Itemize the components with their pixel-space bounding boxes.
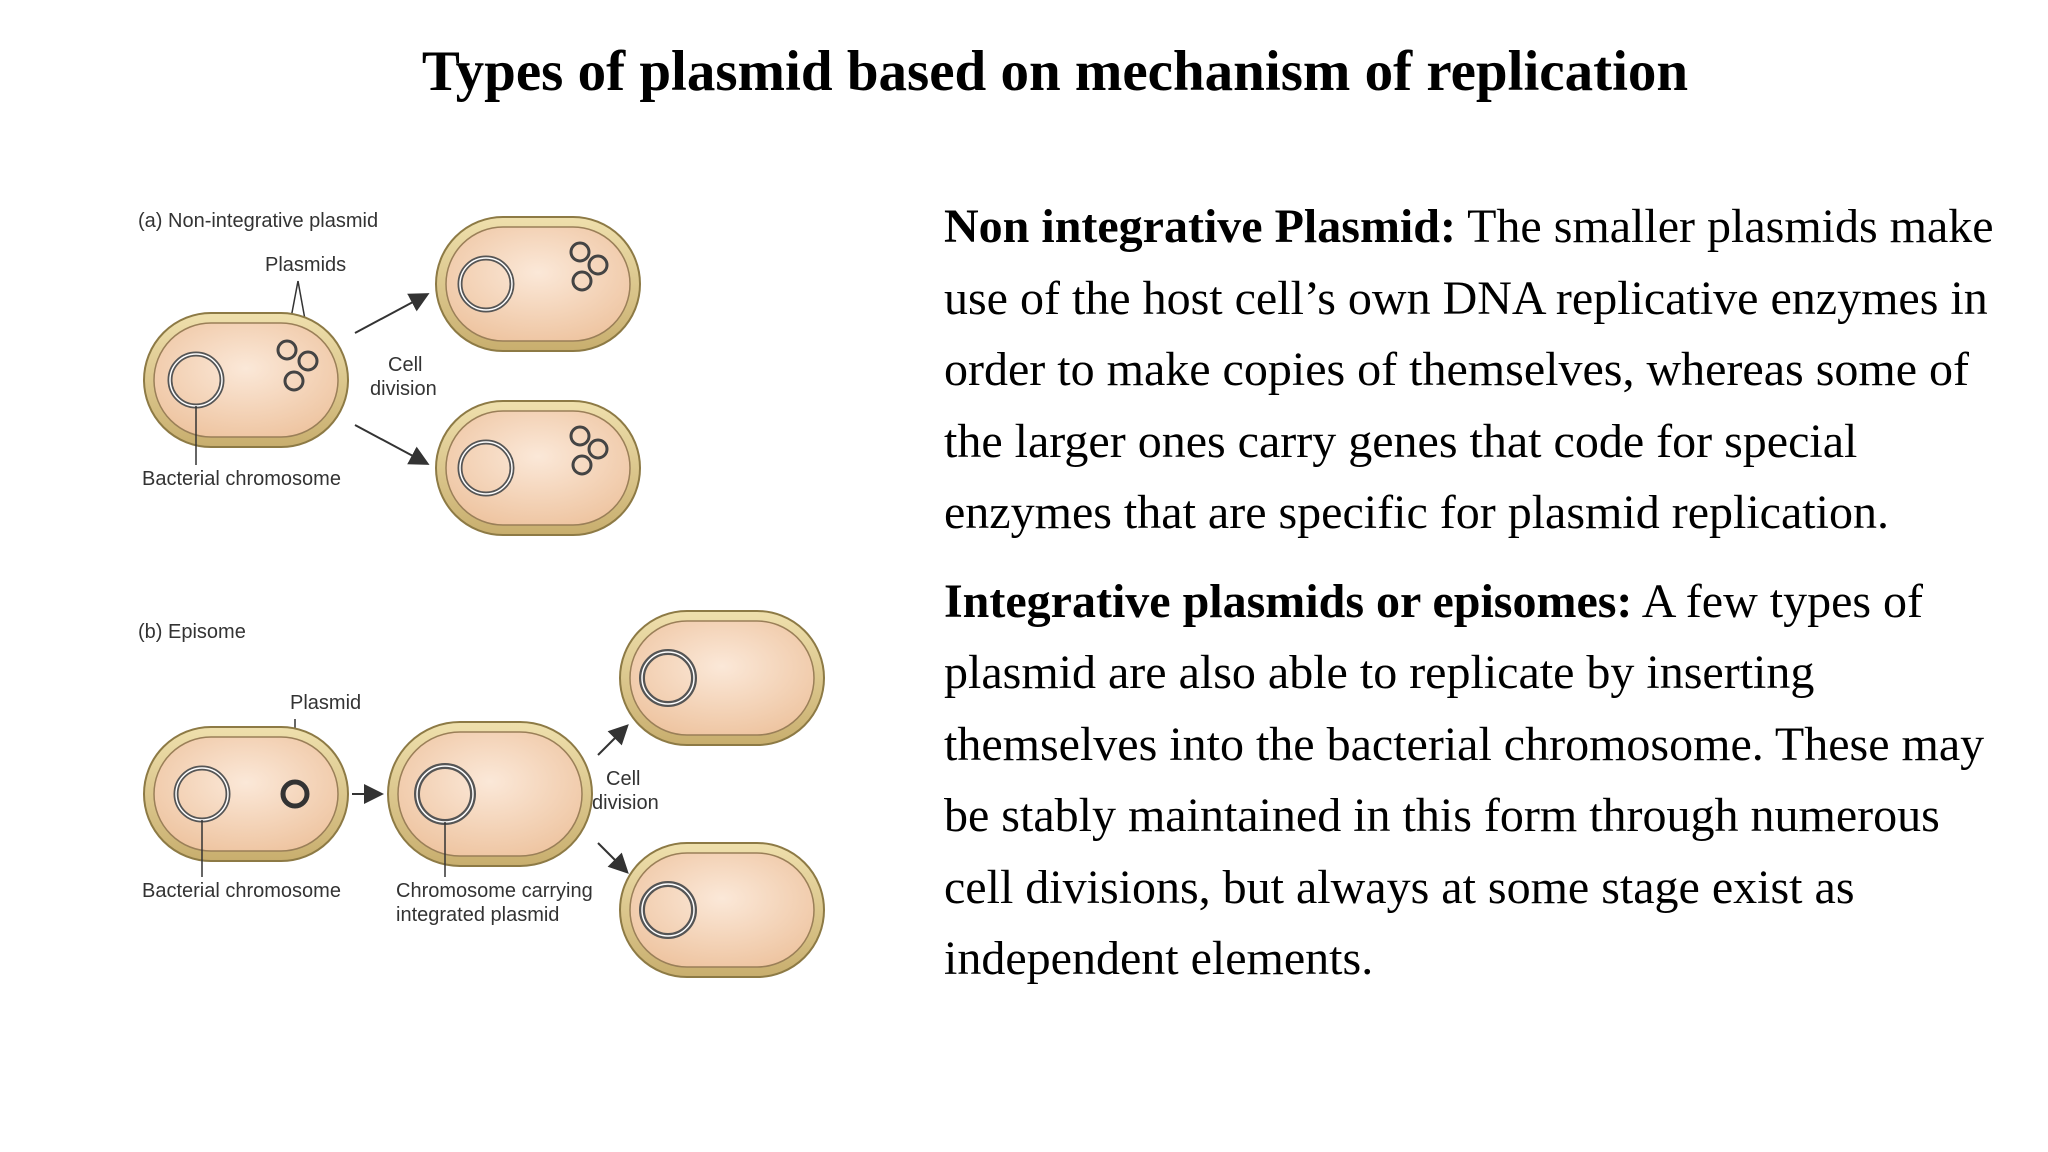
plasmid-ring [276, 339, 298, 361]
panel-b-title: (b) Episome [138, 621, 246, 643]
daughter-cell [619, 842, 825, 978]
plasmid-ring [587, 438, 609, 460]
panel-a-title: (a) Non-integrative plasmid [138, 210, 378, 232]
bacterial-cell [387, 721, 593, 867]
non-integrative-term: Non integrative Plasmid: [944, 200, 1456, 253]
cell-division-label: Cell [388, 354, 422, 376]
plasmids-label: Plasmids [265, 254, 346, 276]
page-title: Types of plasmid based on mechanism of r… [421, 40, 1689, 103]
plasmid-label: Plasmid [290, 692, 361, 714]
plasmid-ring [571, 454, 593, 476]
cell-division-label: Cell [606, 768, 640, 790]
division-arrow [354, 424, 430, 465]
plasmid-ring [297, 350, 319, 372]
non-integrative-body: The smaller plasmids make use of the hos… [944, 200, 1994, 539]
bacterial-chromosome-label: Bacterial chromosome [142, 880, 341, 902]
plasmid-ring [587, 254, 609, 276]
cell-division-label: division [592, 792, 659, 814]
integrated-plasmid-label: integrated plasmid [396, 904, 559, 926]
bacterial-cell [143, 312, 349, 448]
division-arrow [597, 842, 629, 874]
plasmid-ring [569, 241, 591, 263]
daughter-cell [435, 216, 641, 352]
division-arrow [354, 293, 430, 334]
division-arrow [597, 724, 629, 756]
bacterial-chromosome-label: Bacterial chromosome [142, 468, 341, 490]
daughter-cell [619, 610, 825, 746]
bacterial-cell [143, 726, 349, 862]
plasmid-ring [571, 270, 593, 292]
plasmid-ring [283, 370, 305, 392]
integrative-term: Integrative plasmids or episomes: [944, 574, 1633, 628]
plasmid-replication-diagram: (a) Non-integrative plasmid Plasmids Bac… [130, 195, 870, 995]
integrative-body: A few types of plasmid are also able to … [944, 574, 1985, 986]
integrative-paragraph: Integrative plasmids or episomes: A few … [944, 566, 2014, 995]
non-integrative-paragraph: Non integrative Plasmid: The smaller pla… [944, 191, 2014, 549]
description-text: Non integrative Plasmid: The smaller pla… [944, 191, 2014, 995]
daughter-cell [435, 400, 641, 536]
cell-division-label: division [370, 378, 437, 400]
chromosome-carrying-label: Chromosome carrying [396, 880, 593, 902]
plasmid-ring [280, 779, 310, 809]
plasmid-ring [569, 425, 591, 447]
diagram-canvas: (a) Non-integrative plasmid Plasmids Bac… [138, 210, 825, 978]
